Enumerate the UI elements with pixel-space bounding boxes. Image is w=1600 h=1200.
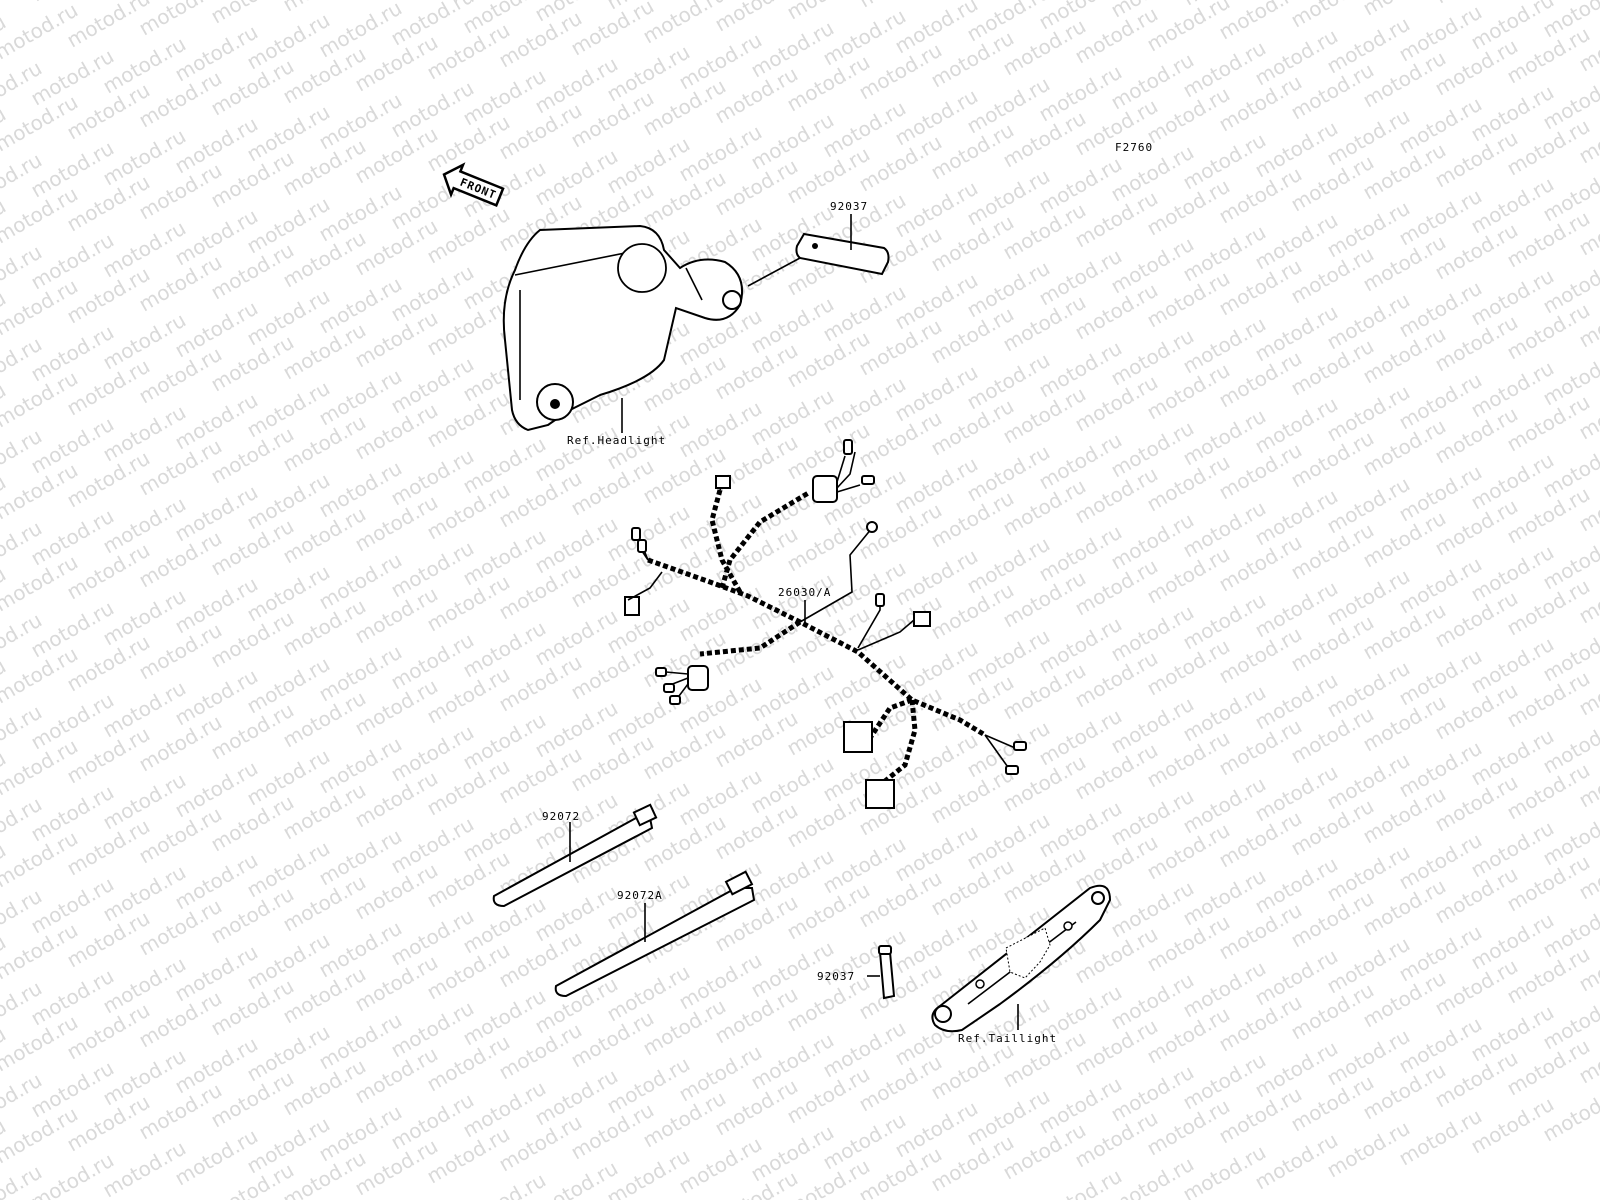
label-92037-bottom: 92037 bbox=[817, 970, 855, 983]
label-ref-headlight: Ref.Headlight bbox=[567, 434, 666, 447]
taillight-drawing bbox=[931, 884, 1112, 1033]
connector-right-small bbox=[913, 611, 931, 627]
label-92072: 92072 bbox=[542, 810, 580, 823]
part-92037-top-drawing bbox=[747, 214, 890, 287]
connector-block-1 bbox=[843, 721, 873, 753]
wiring-harness-drawing bbox=[624, 439, 1027, 809]
figure-code: F2760 bbox=[1115, 141, 1153, 154]
label-26030-a: 26030/A bbox=[778, 586, 831, 599]
connector-block-2 bbox=[865, 779, 895, 809]
headlight-drawing bbox=[502, 224, 744, 432]
connector-round-top bbox=[812, 475, 838, 503]
label-ref-taillight: Ref.Taillight bbox=[958, 1032, 1057, 1045]
label-92037-top: 92037 bbox=[830, 200, 868, 213]
connector-round-left bbox=[687, 665, 709, 691]
part-92037-bottom-drawing bbox=[867, 945, 896, 1000]
label-92072a: 92072A bbox=[617, 889, 663, 902]
connector-left-small bbox=[624, 596, 640, 616]
cable-tie-92072a-drawing bbox=[554, 870, 756, 998]
cable-tie-92072-drawing bbox=[492, 803, 658, 908]
